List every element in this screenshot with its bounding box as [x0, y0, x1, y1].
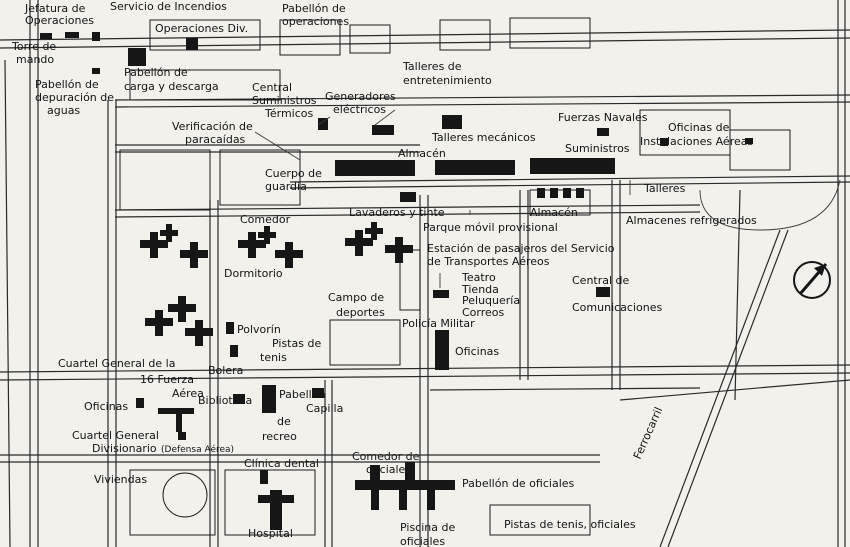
label-piscina-1: Piscina de — [400, 521, 455, 534]
label-central-suministros-3: Térmicos — [264, 107, 313, 120]
compass-arrow-icon — [793, 261, 831, 299]
label-dormitorio: Dormitorio — [224, 267, 283, 280]
label-generadores-1: Generadores — [325, 90, 396, 103]
label-comedor-oficiales-2: oficiales — [366, 463, 411, 476]
label-talleres: Talleres — [643, 182, 686, 195]
label-campo-deportes-1: Campo de — [328, 291, 384, 304]
label-polvorin: Polvorín — [237, 323, 281, 336]
label-torre-2: mando — [16, 53, 54, 66]
label-almacen-top: Almacén — [398, 147, 446, 160]
label-pabellon-recreo-3: recreo — [262, 430, 297, 443]
label-comedor: Comedor — [240, 213, 291, 226]
label-verificacion-1: Verificación de — [172, 120, 253, 133]
label-generadores-2: eléctricos — [333, 103, 386, 116]
label-estacion-1: Estación de pasajeros del Servicio — [427, 242, 615, 255]
label-jefatura-2: Operaciones — [25, 14, 94, 27]
label-teatro-3: Peluquería — [462, 294, 520, 307]
label-teatro-4: Correos — [462, 306, 505, 319]
label-cuartel-general-1: Cuartel General de la — [58, 357, 175, 370]
label-estacion-2: de Transportes Aéreos — [427, 255, 550, 268]
label-operaciones-div: Operaciones Div. — [155, 22, 248, 35]
label-depuracion-2: depuración de — [35, 91, 114, 104]
label-talleres-mecanicos: Talleres mecánicos — [431, 131, 536, 144]
label-incendios: Servicio de Incendios — [110, 0, 227, 13]
label-suministros: Suministros — [565, 142, 630, 155]
leader-lines — [254, 109, 631, 288]
label-defensa-aerea: (Defensa Aérea) — [161, 444, 234, 455]
label-pistas-tenis-1: Pistas de — [272, 337, 321, 350]
label-central-suministros-2: Suministros — [252, 94, 317, 107]
label-policia-militar: Policía Militar — [402, 317, 475, 330]
label-jefatura-1: Jefatura de — [24, 2, 86, 15]
map-labels: Jefatura de Operaciones Servicio de Ince… — [11, 0, 757, 547]
label-oficinas-left: Oficinas — [84, 400, 128, 413]
label-oficinas-mid: Oficinas — [455, 345, 499, 358]
label-cuerpo-guardia-2: guardia — [265, 180, 307, 193]
label-piscina-2: oficiales — [400, 535, 445, 547]
label-fuerzas-navales: Fuerzas Navales — [558, 111, 648, 124]
label-depuracion-3: aguas — [47, 104, 80, 117]
label-bolera: Bolera — [208, 364, 243, 377]
label-pabellon-operaciones-1: Pabellón de — [282, 2, 346, 15]
label-teatro-2: Tienda — [461, 283, 499, 296]
label-pistas-tenis-2: tenis — [260, 351, 287, 364]
label-torre-1: Torre de — [11, 40, 56, 53]
label-almacenes-refrigerados: Almacenes refrigerados — [626, 214, 757, 227]
label-cuartel-general-2: 16 Fuerza — [140, 373, 194, 386]
label-oficinas-inst-1: Oficinas de — [668, 121, 730, 134]
label-central-suministros-1: Central — [252, 81, 292, 94]
label-clinica-dental: Clínica dental — [244, 457, 319, 470]
label-central-com-1: Central de — [572, 274, 630, 287]
label-talleres-ent-2: entretenimiento — [403, 74, 492, 87]
label-cuartel-div-1: Cuartel General — [72, 429, 159, 442]
label-capilla: Capilla — [306, 402, 343, 415]
label-talleres-ent-1: Talleres de — [402, 60, 462, 73]
label-ferrocarril: Ferrocarril — [631, 405, 665, 461]
label-central-com-2: Comunicaciones — [572, 301, 662, 314]
label-teatro-1: Teatro — [461, 271, 496, 284]
label-pabellon-carga-1: Pabellón de — [124, 66, 188, 79]
label-viviendas: Viviendas — [94, 473, 147, 486]
label-depuracion-1: Pabellón de — [35, 78, 99, 91]
solid-buildings — [40, 32, 753, 530]
label-hospital: Hospital — [248, 527, 293, 540]
label-pistas-tenis-oficiales: Pistas de tenis, oficiales — [504, 518, 636, 531]
label-comedor-oficiales-1: Comedor de — [352, 450, 420, 463]
label-cuartel-div-2: Divisionario — [92, 442, 157, 455]
label-verificacion-2: paracaídas — [185, 133, 246, 146]
label-pabellon-carga-2: carga y descarga — [124, 80, 219, 93]
building-outlines — [119, 17, 791, 536]
label-parque-movil: Parque móvil provisional — [423, 221, 558, 234]
label-campo-deportes-2: deportes — [336, 306, 385, 319]
label-oficinas-inst-2: Instalaciones Aéreas — [640, 135, 753, 148]
label-almacen-mid: Almacén — [530, 206, 578, 219]
label-pabellon-recreo-2: de — [277, 415, 291, 428]
label-lavaderos: Lavaderos y tinte — [349, 206, 445, 219]
label-cuerpo-guardia-1: Cuerpo de — [265, 167, 322, 180]
label-pabellon-operaciones-2: operaciones — [282, 15, 349, 28]
label-pabellon-oficiales: Pabellón de oficiales — [462, 477, 575, 490]
label-biblioteca: Biblioteca — [198, 394, 252, 407]
label-pabellon-recreo-1: Pabellón — [279, 388, 325, 401]
label-cuartel-general-3: Aérea — [172, 387, 204, 400]
